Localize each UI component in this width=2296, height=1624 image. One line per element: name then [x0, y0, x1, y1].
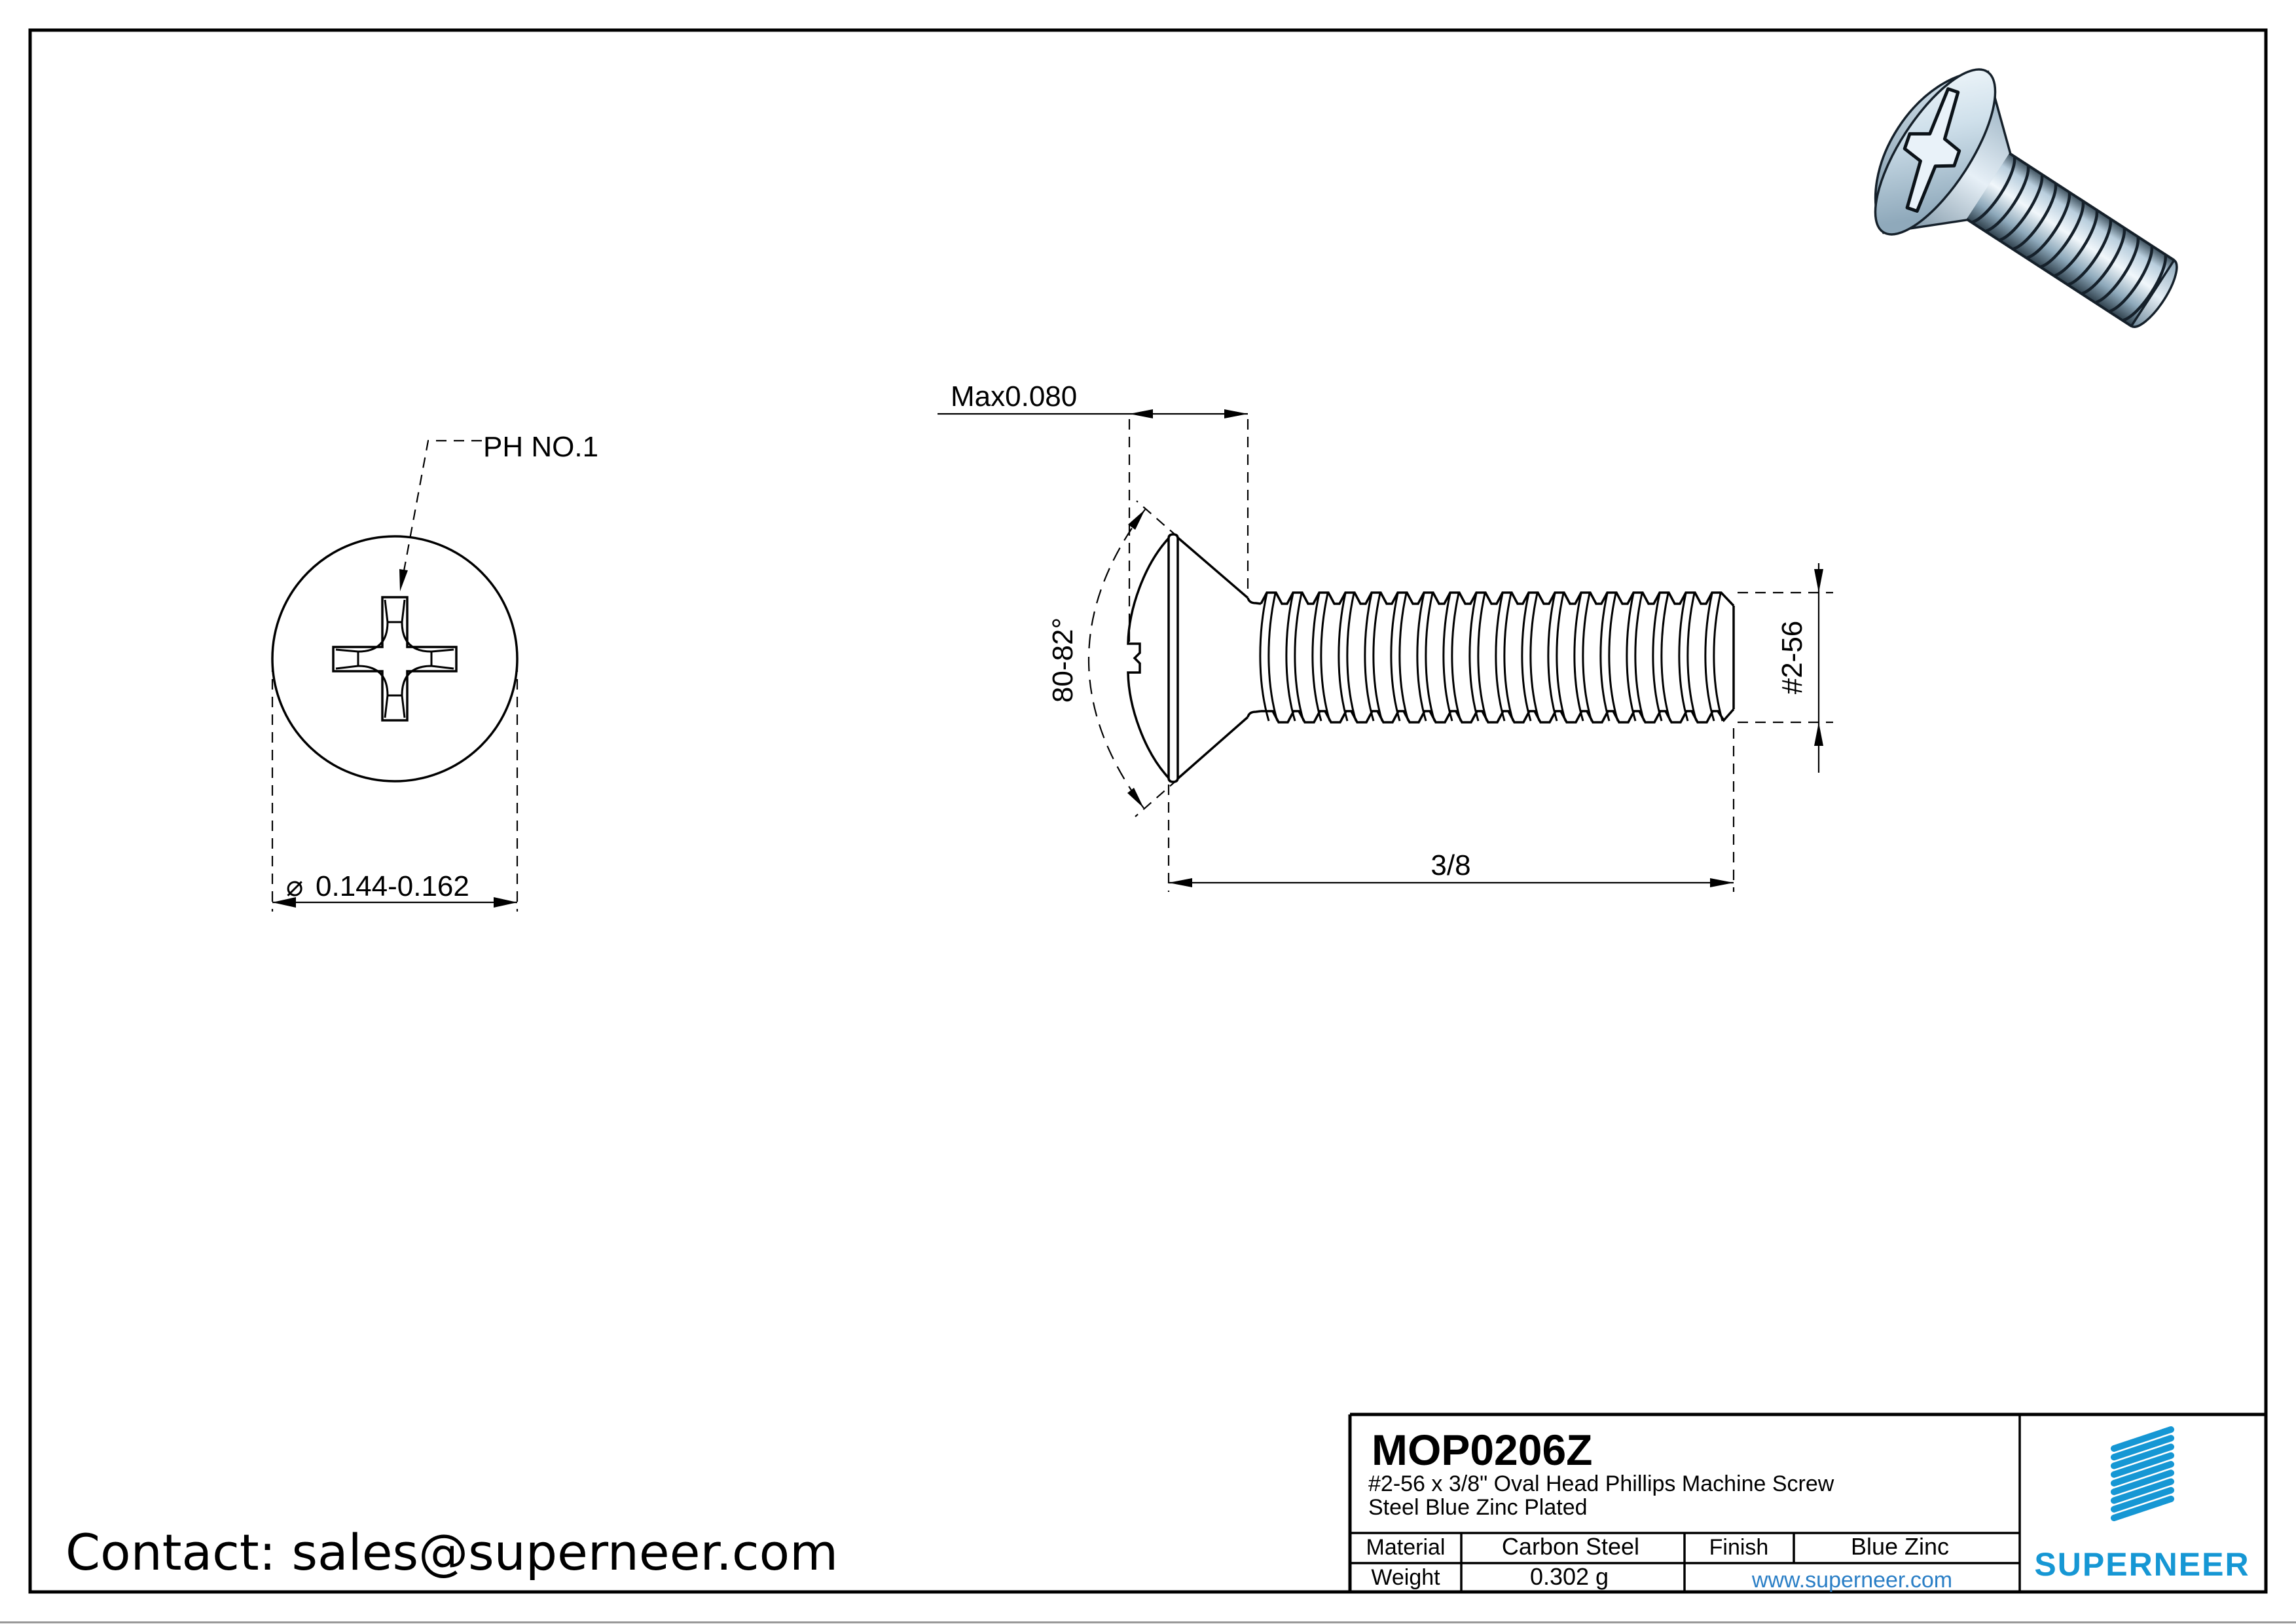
contact-line: Contact: sales@superneer.com [65, 1523, 838, 1581]
brand-name: SUPERNEER [2034, 1546, 2250, 1583]
dia-arrow-left [272, 897, 296, 908]
description-line2: Steel Blue Zinc Plated [1368, 1495, 1588, 1520]
screen-edge-line [0, 1621, 2296, 1623]
front-view: PH NO.1 ⌀ 0.144-0.162 [271, 431, 598, 912]
weight-label: Weight [1371, 1565, 1440, 1590]
angle-ext-top [1136, 500, 1178, 538]
part-number: MOP0206Z [1372, 1426, 1592, 1474]
thread-dim-text: #2-56 [1776, 621, 1808, 695]
head-height-arrow-right [1224, 409, 1248, 418]
weight-value: 0.302 g [1530, 1563, 1609, 1590]
thread-profile-top [1260, 591, 1735, 607]
head-crown-arc [1127, 537, 1170, 779]
material-label: Material [1366, 1535, 1446, 1560]
length-arrow-left [1169, 878, 1192, 887]
finish-value: Blue Zinc [1851, 1533, 1949, 1560]
material-value: Carbon Steel [1502, 1533, 1639, 1560]
length-dim-text: 3/8 [1430, 849, 1470, 881]
length-arrow-right [1710, 878, 1734, 887]
head-height-dim-text: Max0.080 [951, 380, 1077, 413]
iso-shank-edges [1965, 152, 2175, 327]
phillips-recess-outline [332, 596, 458, 722]
angle-arrow-top [1128, 509, 1145, 530]
head-angle-dim-text: 80-82° [1047, 618, 1079, 703]
angle-arc [1087, 509, 1146, 809]
website-link[interactable]: www.superneer.com [1751, 1568, 1952, 1593]
head-cone-bottom [1176, 716, 1249, 780]
finish-label: Finish [1709, 1535, 1769, 1560]
column-dividers [1460, 1533, 1795, 1592]
title-block: MOP0206Z #2-56 x 3/8" Oval Head Phillips… [1348, 1412, 2266, 1593]
iso-phillips-cross [1903, 87, 1961, 213]
angle-ext-bottom [1135, 779, 1178, 817]
recess-leader-arrow [399, 569, 408, 591]
iso-view [1874, 68, 2178, 328]
page-border [28, 28, 2268, 1594]
description-line1: #2-56 x 3/8" Oval Head Phillips Machine … [1368, 1471, 1834, 1496]
diameter-value: 0.144-0.162 [316, 870, 469, 902]
recess-leader-line [400, 439, 482, 585]
head-cone-top [1176, 536, 1249, 599]
phillips-recess-detail [335, 599, 454, 718]
dia-arrow-right [494, 897, 517, 908]
thread-arrow-bottom [1814, 722, 1823, 746]
recess-label: PH NO.1 [483, 431, 598, 463]
angle-arrow-bottom [1127, 788, 1144, 808]
diameter-symbol: ⌀ [286, 870, 304, 903]
iso-tip [2130, 258, 2178, 328]
neck-bottom [1247, 710, 1262, 718]
brand-logo-icon [2111, 1426, 2174, 1521]
thread-arrow-top [1814, 569, 1823, 593]
neck-top [1247, 597, 1262, 605]
thread-profile-bottom [1261, 708, 1735, 724]
head-height-arrow-left [1129, 409, 1153, 418]
side-view: Max0.080 80-82° #2-56 3/8 [938, 380, 1833, 892]
head-outline-circle [271, 535, 519, 783]
iso-thread-bands [1971, 157, 2167, 322]
thread-flanks [1259, 593, 1724, 722]
head-rim [1167, 533, 1179, 783]
